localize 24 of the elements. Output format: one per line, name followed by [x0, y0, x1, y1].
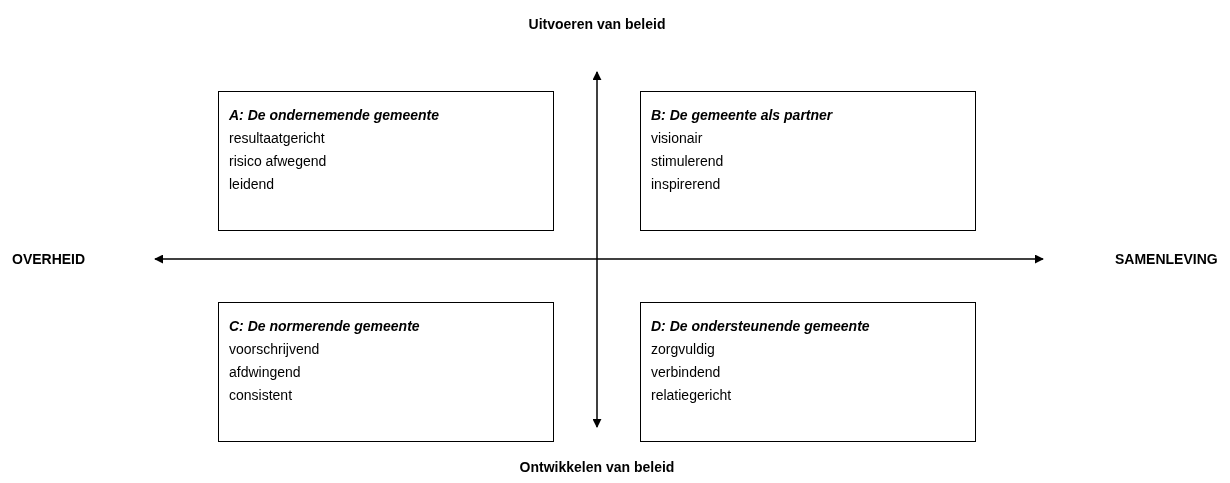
quadrant-title: C: De normerende gemeente [229, 317, 421, 336]
quadrant-title: D: De ondersteunende gemeente [651, 317, 871, 336]
quadrant-box [640, 91, 976, 231]
quadrant-title: B: De gemeente als partner [651, 106, 834, 125]
trait-text: inspirerend [651, 175, 722, 194]
trait-text: voorschrijvend [229, 340, 321, 359]
trait-text: visionair [651, 129, 704, 148]
quadrant-box [218, 91, 554, 231]
trait-text: afdwingend [229, 363, 302, 382]
trait-text: stimulerend [651, 152, 725, 171]
trait-text: relatiegericht [651, 386, 733, 405]
trait-text: risico afwegend [229, 152, 328, 171]
axis-label: Ontwikkelen van beleid [519, 459, 675, 475]
axis-label: SAMENLEVING [1115, 251, 1218, 267]
axis-label: Uitvoeren van beleid [528, 16, 666, 32]
axis-label: OVERHEID [12, 251, 86, 267]
trait-text: verbindend [651, 363, 722, 382]
trait-text: leidend [229, 175, 276, 194]
trait-text: resultaatgericht [229, 129, 326, 148]
quadrant-title: A: De ondernemende gemeente [229, 106, 441, 125]
quadrant-box [218, 302, 554, 442]
trait-text: zorgvuldig [651, 340, 716, 359]
trait-text: consistent [229, 386, 294, 405]
quadrant-box [640, 302, 976, 442]
